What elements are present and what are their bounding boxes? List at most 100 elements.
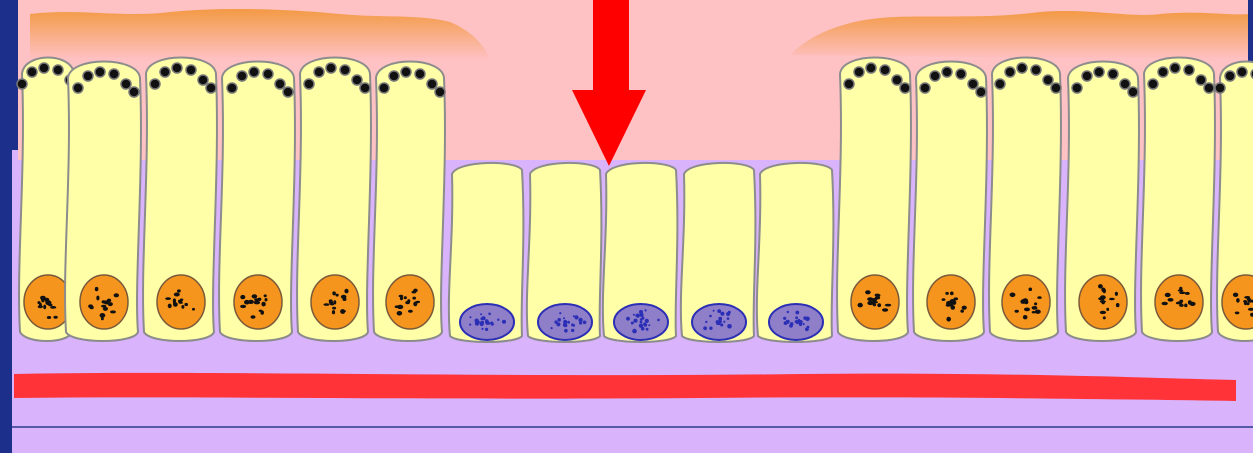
chromatin-spot [264, 294, 267, 297]
chromatin-spot [1233, 293, 1238, 297]
tall-cell [1215, 62, 1253, 342]
chromatin-spot [795, 320, 798, 323]
secretory-granule [1043, 75, 1053, 85]
chromatin-spot [727, 317, 730, 320]
chromatin-spot [559, 312, 561, 314]
chromatin-spot [181, 305, 184, 309]
chromatin-spot [1101, 288, 1105, 293]
secretory-granule [1120, 79, 1130, 89]
chromatin-spot [564, 329, 568, 333]
secretory-granule [340, 65, 350, 75]
chromatin-spot [174, 293, 180, 297]
secretory-granule [360, 83, 370, 93]
chromatin-spot [1037, 296, 1041, 299]
chromatin-spot [470, 316, 472, 318]
chromatin-spot [1185, 292, 1190, 295]
chromatin-spot [807, 326, 810, 329]
chromatin-spot [1244, 301, 1247, 305]
chromatin-spot [1098, 284, 1103, 288]
tall-cell [297, 58, 371, 342]
chromatin-spot [633, 319, 637, 323]
chromatin-spot [100, 313, 106, 318]
secretory-granule [249, 67, 259, 77]
chromatin-spot [336, 294, 339, 297]
chromatin-spot [110, 310, 116, 313]
secretory-granule [121, 79, 131, 89]
chromatin-spot [645, 319, 649, 323]
chromatin-spot [168, 304, 172, 309]
chromatin-spot [397, 311, 403, 316]
chromatin-spot [1184, 304, 1187, 308]
chromatin-spot [1179, 304, 1184, 307]
tall-nucleus [386, 275, 434, 329]
chromatin-spot [480, 321, 484, 325]
chromatin-spot [960, 310, 964, 313]
chromatin-spot [50, 306, 56, 309]
chromatin-spot [803, 323, 805, 325]
chromatin-spot [1179, 300, 1183, 303]
chromatin-spot [416, 301, 420, 303]
chromatin-spot [573, 324, 576, 327]
short-cell [603, 163, 678, 342]
chromatin-spot [412, 297, 416, 300]
chromatin-spot [43, 305, 46, 310]
chromatin-spot [946, 317, 951, 322]
chromatin-spot [408, 310, 413, 313]
secretory-granule [401, 67, 411, 77]
chromatin-spot [1247, 296, 1250, 299]
secretory-granule [95, 67, 105, 77]
chromatin-spot [648, 324, 650, 326]
secretory-granule [415, 69, 425, 79]
chromatin-spot [1010, 293, 1016, 298]
secretory-granule [427, 79, 437, 89]
chromatin-spot [578, 318, 582, 322]
chromatin-spot [631, 322, 634, 325]
secretory-granule [198, 75, 208, 85]
chromatin-spot [184, 303, 188, 306]
blood-vessel [14, 373, 1236, 401]
chromatin-spot [47, 316, 51, 319]
tall-cell [65, 62, 141, 342]
secretory-granule [844, 79, 854, 89]
chromatin-spot [114, 293, 119, 297]
chromatin-spot [795, 311, 799, 315]
secretory-granule [1072, 83, 1082, 93]
chromatin-spot [657, 319, 660, 322]
chromatin-spot [332, 291, 336, 295]
secretory-granule [389, 71, 399, 81]
secretory-granule [379, 83, 389, 93]
secretory-granule [237, 71, 247, 81]
chromatin-spot [639, 310, 643, 314]
chromatin-spot [789, 324, 793, 328]
chromatin-spot [645, 309, 647, 311]
chromatin-spot [639, 324, 643, 328]
chromatin-spot [248, 300, 254, 304]
chromatin-spot [40, 296, 46, 300]
chromatin-spot [177, 289, 181, 292]
chromatin-spot [876, 294, 881, 297]
chromatin-spot [173, 298, 176, 303]
chromatin-spot [867, 301, 873, 305]
chromatin-spot [557, 318, 561, 322]
chromatin-spot [726, 312, 730, 316]
secretory-granule [1196, 75, 1206, 85]
chromatin-spot [1179, 287, 1182, 290]
chromatin-spot [1100, 311, 1106, 314]
chromatin-spot [488, 313, 491, 316]
chromatin-spot [330, 303, 334, 305]
secretory-granule [150, 79, 160, 89]
tall-cell [1141, 58, 1215, 342]
secretory-granule [172, 63, 182, 73]
chromatin-spot [1190, 302, 1196, 306]
chromatin-spot [1103, 316, 1106, 319]
secretory-granule [53, 65, 63, 75]
secretory-granule [900, 83, 910, 93]
chromatin-spot [954, 297, 959, 300]
secretory-granule [1082, 71, 1092, 81]
chromatin-spot [1034, 302, 1037, 305]
chromatin-spot [1023, 315, 1028, 319]
chromatin-spot [240, 305, 246, 308]
chromatin-spot [469, 324, 471, 326]
chromatin-spot [640, 321, 643, 324]
chromatin-spot [1029, 288, 1033, 292]
